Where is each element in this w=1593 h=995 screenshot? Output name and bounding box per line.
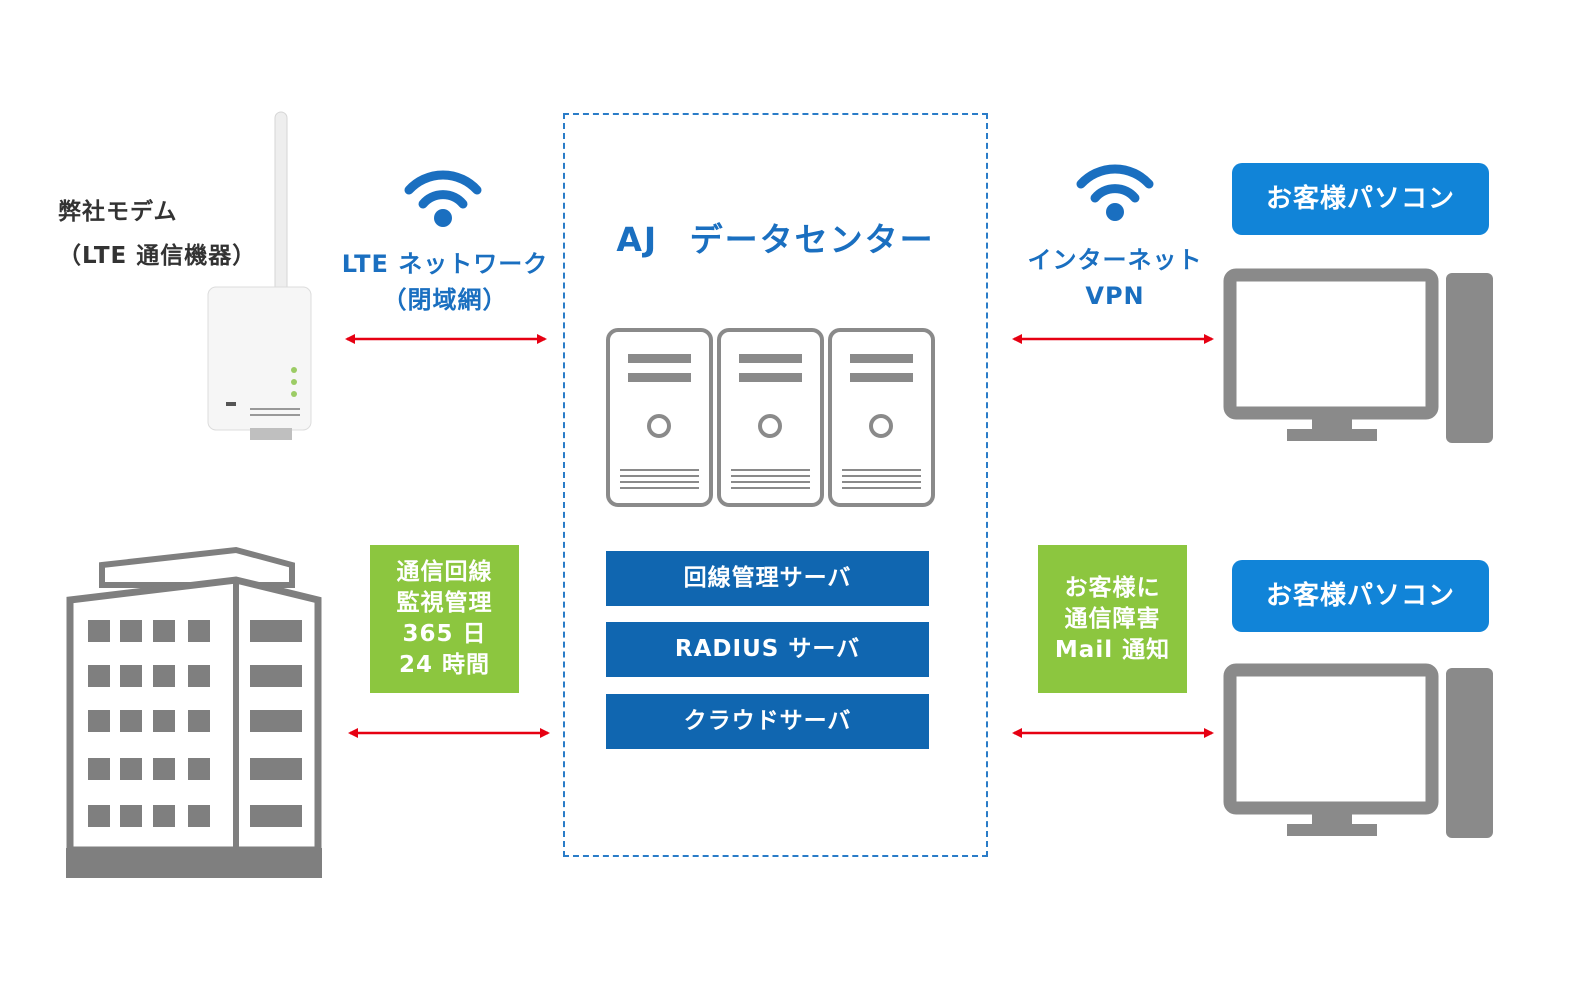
modem-device (207, 111, 312, 440)
server-rack-icon (606, 328, 935, 507)
server-tower-1 (606, 328, 713, 507)
modem-label: 弊社モデム （LTE 通信機器） (58, 190, 256, 278)
data-center-boundary (563, 113, 988, 857)
building-window (153, 710, 175, 732)
data-center-title: AJ データセンター (616, 220, 935, 259)
monitoring-box: 通信回線 監視管理 365 日 24 時間 (370, 545, 519, 693)
monitoring-line: 監視管理 (396, 590, 493, 616)
building-window-wide (250, 620, 302, 642)
internet-line1: インターネット (1027, 246, 1203, 274)
wifi-icon-internet (1076, 164, 1154, 221)
building-window-wide (250, 805, 302, 827)
server-radius: RADIUS サーバ (606, 622, 929, 677)
desktop-pc-icon-bottom (1223, 663, 1493, 838)
wifi-icon-lte (404, 170, 482, 227)
building-window (88, 805, 110, 827)
monitoring-line: 365 日 (402, 621, 487, 647)
building-window (88, 620, 110, 642)
building-window (188, 710, 210, 732)
server-tower-3 (828, 328, 935, 507)
internet-label: インターネット VPN (1010, 242, 1220, 314)
building-window (120, 805, 142, 827)
lte-network-line2: （閉域網） (382, 286, 508, 314)
building-window (120, 665, 142, 687)
building-window (88, 665, 110, 687)
building-window (153, 805, 175, 827)
monitoring-line: 24 時間 (398, 652, 490, 678)
server-line-management: 回線管理サーバ (606, 551, 929, 606)
server-tower-2 (717, 328, 824, 507)
building-window (88, 710, 110, 732)
building-window (188, 620, 210, 642)
notification-line: 通信障害 (1064, 605, 1161, 632)
building-window (120, 758, 142, 780)
monitoring-line: 通信回線 (396, 559, 493, 585)
modem-label-line2: （LTE 通信機器） (58, 243, 257, 269)
building-window (120, 710, 142, 732)
customer-pc-label-bottom: お客様パソコン (1232, 560, 1489, 632)
building-window (188, 665, 210, 687)
building-window (153, 620, 175, 642)
notification-line: お客様に (1064, 574, 1161, 601)
building-window-wide (250, 758, 302, 780)
building-window (188, 805, 210, 827)
server-cloud: クラウドサーバ (606, 694, 929, 749)
building-window (153, 665, 175, 687)
lte-network-line1: LTE ネットワーク (341, 250, 549, 278)
building-window (153, 758, 175, 780)
notification-line: Mail 通知 (1054, 636, 1171, 663)
internet-line2: VPN (1085, 282, 1145, 310)
lte-network-label: LTE ネットワーク （閉域網） (330, 246, 560, 318)
building-icon (66, 546, 322, 878)
building-window-wide (250, 665, 302, 687)
modem-label-line1: 弊社モデム (58, 199, 178, 225)
building-window (120, 620, 142, 642)
building-window-wide (250, 710, 302, 732)
desktop-pc-icon-top (1223, 268, 1493, 443)
building-window (188, 758, 210, 780)
notification-box: お客様に 通信障害 Mail 通知 (1038, 545, 1187, 693)
customer-pc-label-top: お客様パソコン (1232, 163, 1489, 235)
building-window (88, 758, 110, 780)
